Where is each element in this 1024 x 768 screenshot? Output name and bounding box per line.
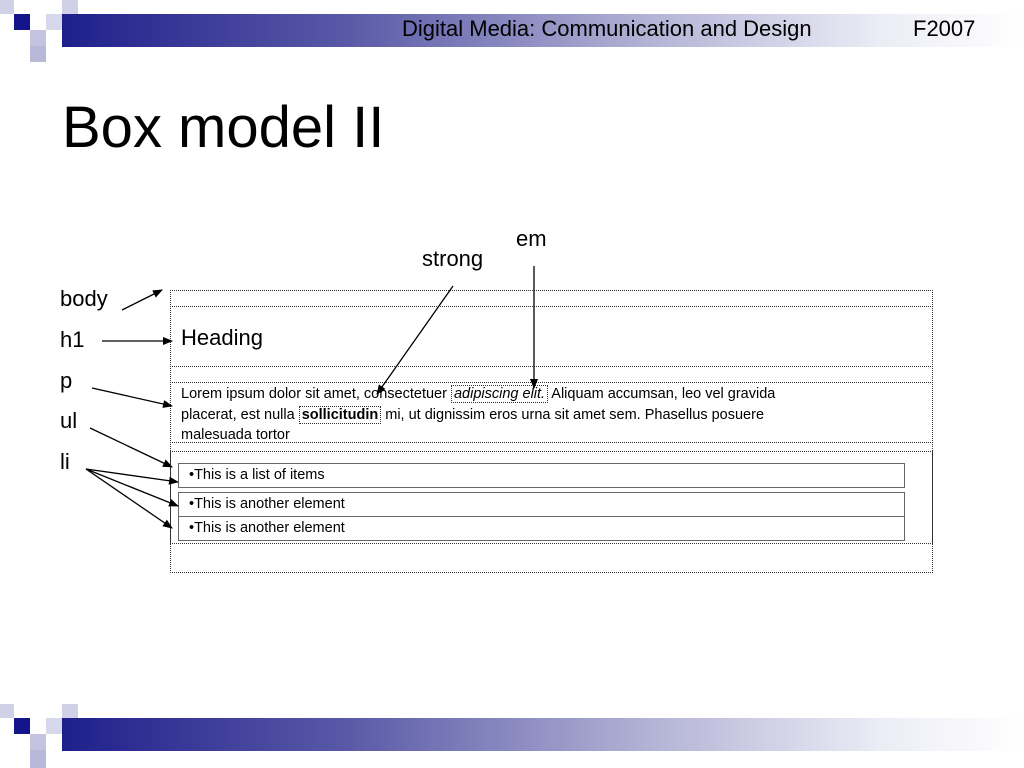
- logo-square-light: [46, 718, 62, 734]
- header-gradient-bar: [62, 14, 1024, 47]
- logo-square-light: [30, 46, 46, 62]
- li-text: •This is another element: [189, 520, 345, 536]
- arrow-li-1: [85, 468, 179, 485]
- logo-square-light: [62, 704, 78, 718]
- logo-square-light: [0, 704, 14, 718]
- paragraph-text-segment: Aliquam accumsan, leo vel gravida: [548, 386, 776, 402]
- label-strong: strong: [422, 246, 484, 271]
- arrow-strong: [376, 285, 454, 395]
- paragraph-text-segment: placerat, est nulla: [181, 406, 299, 423]
- logo-square-light: [30, 734, 46, 750]
- logo-square-light: [30, 750, 46, 768]
- label-ul: ul: [60, 408, 78, 433]
- logo-square-light: [30, 30, 46, 46]
- li-text: •This is a list of items: [189, 467, 325, 483]
- arrow-li-3: [85, 468, 173, 529]
- strong-text: sollicitudin: [301, 406, 379, 423]
- arrow-p: [91, 387, 173, 408]
- course-title: Digital Media: Communication and Design: [402, 16, 812, 41]
- h1-box: Heading: [170, 306, 933, 367]
- strong-box: sollicitudin: [298, 405, 382, 424]
- logo-square-light: [62, 0, 78, 14]
- term-label: F2007: [913, 16, 976, 41]
- label-body: body: [60, 286, 108, 311]
- p-box: [170, 382, 933, 443]
- arrow-ul: [89, 427, 173, 468]
- em-text: adipiscing elit.: [453, 386, 546, 402]
- li-box: •This is a list of items: [178, 463, 905, 488]
- em-box: adipiscing elit.: [450, 385, 549, 403]
- ul-box: [170, 451, 933, 544]
- label-li: li: [60, 449, 70, 474]
- heading-text: Heading: [181, 325, 263, 350]
- footer-gradient-bar: [62, 718, 1024, 751]
- paragraph-text: Lorem ipsum dolor sit amet, consectetuer…: [181, 384, 931, 446]
- label-h1: h1: [60, 327, 85, 352]
- label-p: p: [60, 368, 73, 393]
- arrow-li-2: [85, 468, 179, 507]
- logo-square-light: [0, 0, 14, 14]
- arrow-body: [121, 289, 163, 311]
- logo-square-dark: [14, 14, 30, 30]
- logo-square-dark: [14, 718, 30, 734]
- label-em: em: [516, 226, 547, 251]
- logo-square-light: [46, 14, 62, 30]
- li-text: •This is another element: [189, 496, 345, 512]
- li-box: •This is another element: [178, 516, 905, 541]
- slide-title: Box model II: [62, 95, 385, 160]
- paragraph-line-2: placerat, est nulla sollicitudin mi, ut …: [181, 405, 931, 426]
- paragraph-text-segment: mi, ut dignissim eros urna sit amet sem.…: [381, 406, 765, 423]
- paragraph-line-3: malesuada tortor: [181, 427, 290, 443]
